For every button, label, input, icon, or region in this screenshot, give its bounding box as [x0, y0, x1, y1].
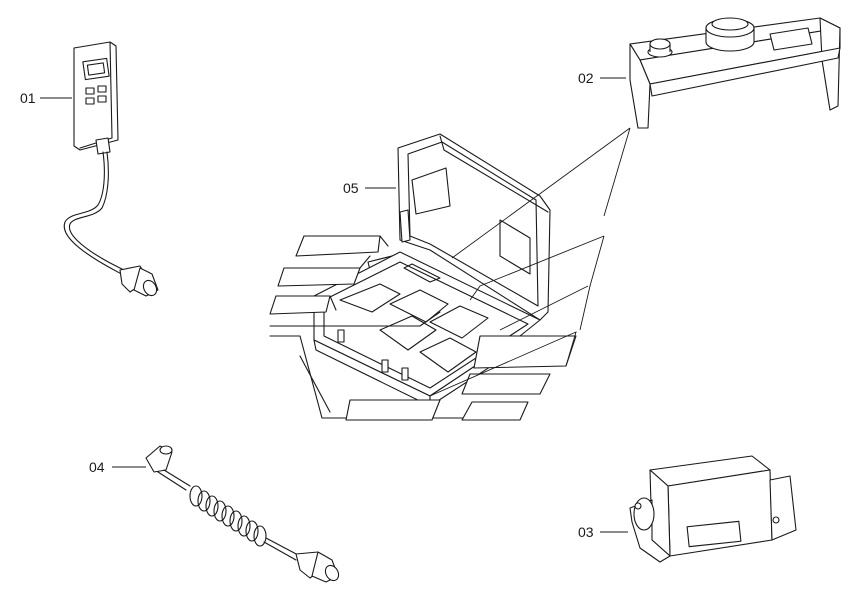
part-05-carrying-case [269, 127, 631, 421]
cable-coils [189, 485, 267, 547]
part-04-coiled-cable [112, 445, 340, 583]
part-01-handheld-meter [40, 41, 159, 297]
callout-03: 03 [578, 524, 594, 540]
callout-01: 01 [20, 90, 36, 106]
callout-02: 02 [578, 70, 594, 86]
part-02-bridge-stand [600, 17, 841, 129]
callout-05: 05 [343, 180, 359, 196]
callout-04: 04 [89, 459, 105, 475]
part-03-sensor-box [600, 455, 797, 563]
